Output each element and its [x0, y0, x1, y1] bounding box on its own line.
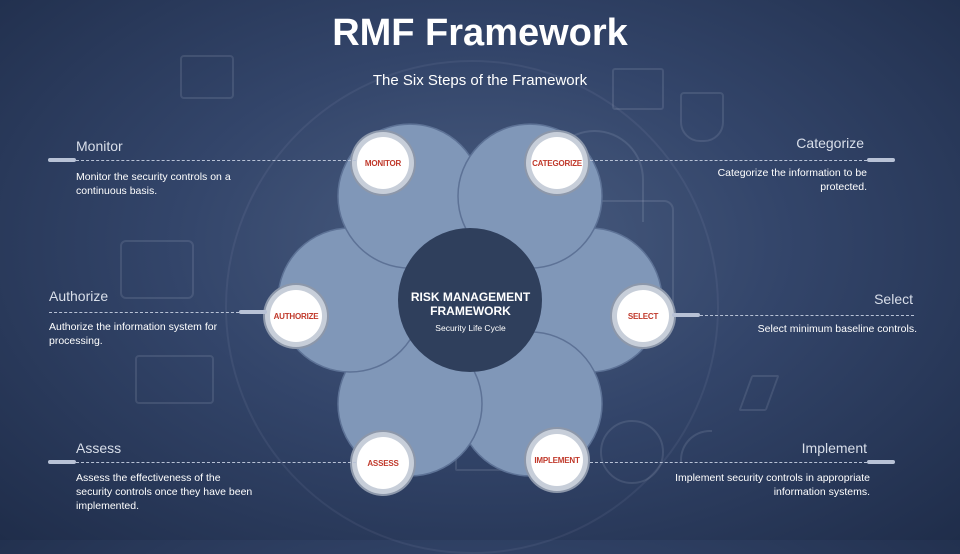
step-assess-cap [48, 460, 76, 464]
step-monitor-cap [48, 158, 76, 162]
badge-select: SELECT [617, 290, 669, 342]
page-title: RMF Framework [332, 12, 628, 54]
badge-authorize-label: AUTHORIZE [273, 311, 319, 321]
step-categorize-title: Categorize [796, 135, 864, 151]
step-categorize-desc: Categorize the information to be protect… [717, 167, 867, 193]
step-implement-cap [867, 460, 895, 464]
laptop-icon [135, 355, 214, 404]
step-select-line [700, 315, 914, 316]
step-monitor-desc: Monitor the security controls on a conti… [76, 171, 231, 197]
step-categorize-cap [867, 158, 895, 162]
badge-select-label: SELECT [627, 311, 659, 321]
center-subtitle: Security Life Cycle [435, 323, 506, 333]
badge-implement: IMPLEMENT [531, 434, 583, 486]
step-select-cap [672, 313, 700, 317]
chart-icon [612, 68, 664, 110]
page-subtitle: The Six Steps of the Framework [372, 72, 588, 89]
step-select-title: Select [874, 291, 913, 307]
step-implement-line [590, 462, 867, 463]
step-authorize-desc: Authorize the information system for pro… [49, 321, 218, 347]
step-monitor-title: Monitor [76, 138, 123, 154]
badge-categorize: CATEGORIZE [531, 137, 583, 189]
badge-monitor-label: MONITOR [364, 158, 402, 168]
badge-categorize-label: CATEGORIZE [532, 158, 582, 168]
step-assess-line [76, 462, 356, 463]
step-implement-title: Implement [801, 440, 867, 456]
step-assess-desc: Assess the effectiveness of the security… [76, 472, 253, 512]
step-monitor-line [76, 160, 356, 161]
badge-assess-label: ASSESS [367, 458, 399, 468]
shield-icon [680, 92, 724, 142]
step-authorize-title: Authorize [49, 288, 109, 304]
center-title: RISK MANAGEMENT FRAMEWORK [410, 290, 531, 318]
badge-authorize: AUTHORIZE [270, 290, 322, 342]
step-implement-desc: Implement security controls in appropria… [675, 472, 870, 498]
tablet-icon [120, 240, 194, 299]
badge-monitor: MONITOR [357, 137, 409, 189]
badge-implement-label: IMPLEMENT [534, 455, 580, 465]
step-select-desc: Select minimum baseline controls. [757, 323, 917, 335]
step-assess-title: Assess [76, 440, 122, 456]
step-authorize-cap [239, 310, 267, 314]
center-circle [398, 228, 542, 372]
step-authorize-line [49, 312, 239, 313]
printer-icon [180, 55, 234, 99]
step-categorize-line [590, 160, 867, 161]
rmf-cycle-diagram [277, 123, 663, 477]
badge-assess: ASSESS [357, 437, 409, 489]
